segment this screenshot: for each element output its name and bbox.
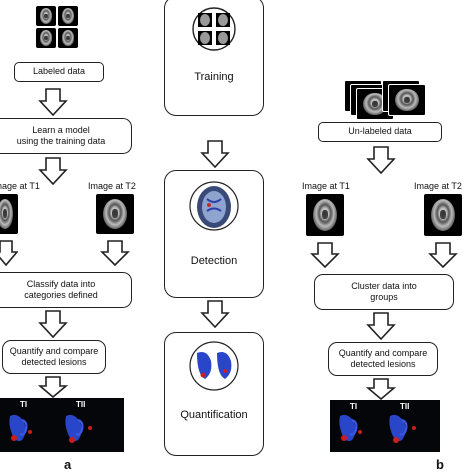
down-arrow-icon: [310, 242, 340, 268]
down-arrow-icon: [38, 88, 68, 116]
down-arrow-icon: [38, 157, 68, 185]
quantification-rendering-icon: [189, 341, 239, 391]
quantify-box-a: Quantify and compare detected lesions: [2, 340, 106, 374]
down-arrow-icon: [200, 140, 230, 168]
panel-b-sublabel: b: [436, 457, 444, 472]
timepoint-1-label: TI: [20, 400, 28, 409]
learn-model-box: Learn a model using the training data: [0, 118, 132, 154]
classify-box: Classify data into categories defined: [0, 272, 132, 308]
brain-scan-icon: [58, 6, 78, 26]
brain-scan-icon: [58, 28, 78, 48]
down-arrow-icon: [100, 240, 130, 266]
down-arrow-icon: [38, 376, 68, 398]
quantification-label: Quantification: [180, 409, 248, 421]
mri-scan-t1-b: [306, 194, 344, 236]
quantify-box-b: Quantify and compare detected lesions: [328, 342, 438, 376]
lesion-visualization-a: TI TII: [0, 398, 124, 452]
down-arrow-icon: [428, 242, 458, 268]
training-label: Training: [194, 71, 234, 83]
image-t2-label-b: Image at T2: [414, 181, 462, 191]
mri-scan-t2-b: [424, 194, 462, 236]
brain-scan-icon: [36, 28, 56, 48]
detection-panel: Detection: [164, 170, 264, 298]
detection-label: Detection: [190, 255, 238, 267]
unlabeled-data-box: Un-labeled data: [318, 122, 442, 142]
labeled-data-box: Labeled data: [14, 62, 104, 82]
training-panel: Training: [164, 0, 264, 116]
mri-scan-t1: [0, 194, 18, 234]
image-t1-label-b: Image at T1: [302, 181, 350, 191]
down-arrow-icon: [200, 300, 230, 328]
brain-scan-icon: [36, 6, 56, 26]
panel-a-sublabel: a: [64, 457, 72, 472]
timepoint-1-label-b: TI: [350, 402, 358, 411]
image-t2-label: Image at T2: [88, 181, 136, 191]
detection-scan-icon: [189, 181, 239, 231]
down-arrow-icon: [366, 312, 396, 340]
image-t1-label: Image at T1: [0, 181, 40, 191]
down-arrow-icon: [366, 378, 396, 400]
quantification-panel: Quantification: [164, 332, 264, 456]
lesion-visualization-b: TI TII: [330, 400, 440, 452]
mri-scan-t2: [96, 194, 134, 234]
training-scans-icon: [192, 7, 236, 51]
timepoint-2-label: TII: [76, 400, 86, 409]
lesion-rendering-icon: [9, 414, 92, 443]
down-arrow-icon: [0, 240, 18, 266]
cluster-box: Cluster data into groups: [314, 274, 454, 310]
down-arrow-icon: [38, 310, 68, 338]
timepoint-2-label-b: TII: [400, 402, 410, 411]
down-arrow-icon: [366, 146, 396, 174]
brain-scan-icon: [388, 84, 426, 116]
lesion-rendering-icon: [339, 414, 416, 443]
